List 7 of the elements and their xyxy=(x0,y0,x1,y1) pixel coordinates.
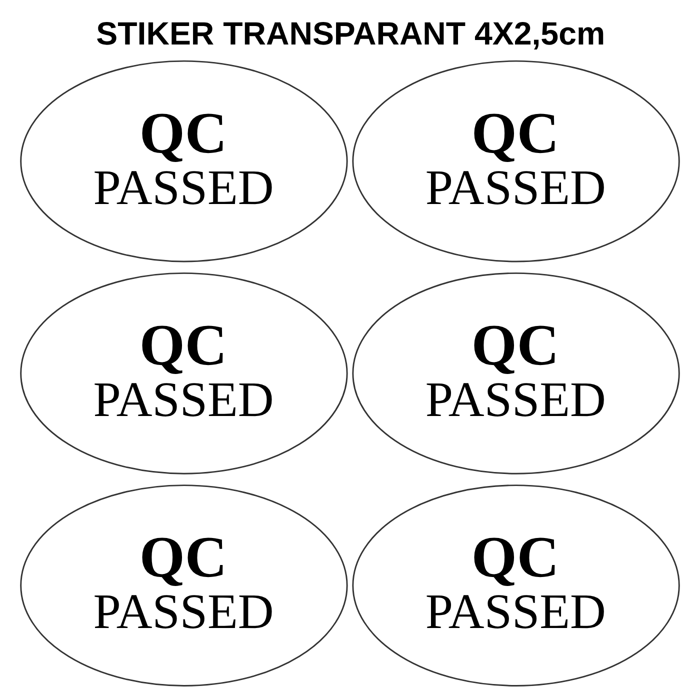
node-ellipse: QC PASSED xyxy=(20,272,348,474)
node-ellipse: QC PASSED xyxy=(20,60,348,262)
diagram-title: STIKER TRANSPARANT 4X2,5cm xyxy=(96,15,606,52)
node-ellipse: QC PASSED xyxy=(352,484,680,686)
node-ellipse: QC PASSED xyxy=(20,484,348,686)
node-ellipse: QC PASSED xyxy=(352,60,680,262)
node-ellipse: QC PASSED xyxy=(352,272,680,474)
